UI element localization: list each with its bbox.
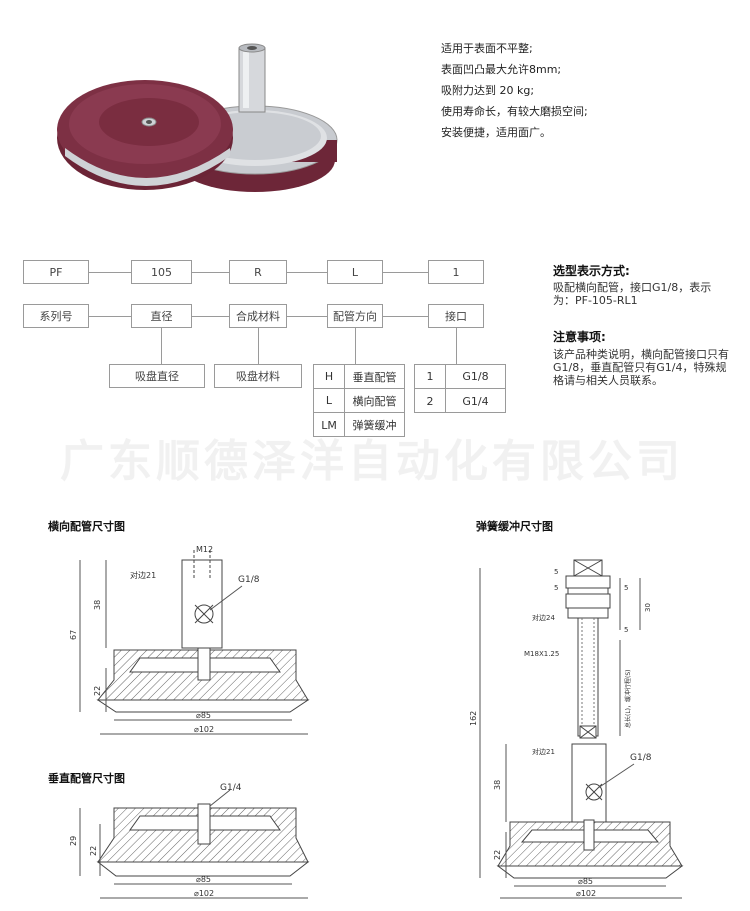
option-desc: G1/4: [462, 394, 489, 408]
drop-line: [355, 328, 356, 364]
sub-label-diameter: 吸盘直径: [109, 364, 205, 388]
code-direction: L: [327, 260, 383, 284]
dim-label: 67: [70, 630, 78, 640]
dim-label: ⌀102: [576, 889, 596, 898]
selection-title: 选型表示方式:: [553, 264, 630, 278]
option-row: H 垂直配管: [314, 365, 404, 389]
option-desc: G1/8: [462, 370, 489, 383]
feature-line: 吸附力达到 20 kg;: [441, 84, 535, 97]
dim-label: 5: [554, 584, 558, 592]
dim-label: 38: [493, 780, 502, 790]
dim-label: 对边21: [532, 747, 555, 756]
dim-label: 22: [89, 846, 98, 856]
option-code: 1: [415, 365, 446, 388]
dim-label: 5: [624, 626, 628, 634]
watermark: 广东顺德泽洋自动化有限公司: [60, 436, 684, 487]
dim-label: G1/8: [630, 753, 652, 763]
label-connector: [383, 316, 428, 317]
label-connector: [89, 316, 131, 317]
label-series: 系列号: [23, 304, 89, 328]
option-row: 2 G1/4: [415, 389, 505, 413]
option-desc: 垂直配管: [352, 370, 397, 384]
dim-label: 5: [554, 568, 558, 576]
option-code: LM: [314, 413, 345, 437]
option-desc: 弹簧缓冲: [352, 419, 397, 432]
drop-line: [161, 328, 162, 364]
option-row: LM 弹簧缓冲: [314, 413, 404, 437]
option-desc: 横向配管: [352, 394, 397, 408]
vertical-drawing: G1/4 29 22 ⌀85 ⌀102: [70, 783, 310, 899]
dim-label: 162: [470, 711, 478, 726]
dim-label: ⌀85: [578, 877, 593, 886]
feature-line: 使用寿命长，有较大磨损空间;: [441, 105, 588, 118]
dim-label: 22: [93, 686, 102, 696]
code-port: 1: [428, 260, 484, 284]
code-diameter: 105: [131, 260, 192, 284]
dim-label: 5: [624, 584, 628, 592]
option-code: L: [314, 389, 345, 412]
dim-label: ⌀102: [194, 725, 214, 734]
feature-line: 安装便捷，适用面广。: [441, 126, 551, 139]
code-material: R: [229, 260, 287, 284]
dim-label: ⌀85: [196, 875, 211, 884]
dim-label: 总长(L)，缓冲行程(S): [624, 669, 632, 728]
dim-label: 22: [493, 850, 502, 860]
option-row: 1 G1/8: [415, 365, 505, 389]
label-material: 合成材料: [229, 304, 287, 328]
drop-line: [456, 328, 457, 364]
dim-label: 对边21: [130, 570, 156, 580]
dim-label: M12: [196, 545, 213, 554]
dim-label: ⌀102: [194, 889, 214, 898]
drop-line: [258, 328, 259, 364]
selection-text: 吸配横向配管，接口G1/8，表示为：PF-105-RL1: [553, 281, 712, 307]
code-connector: [383, 272, 428, 273]
sub-label-material: 吸盘材料: [214, 364, 302, 388]
diagram-title-spring: 弹簧缓冲尺寸图: [476, 520, 553, 533]
option-code: H: [314, 365, 345, 388]
code-connector: [89, 272, 131, 273]
feature-line: 表面凹凸最大允许8mm;: [441, 63, 562, 76]
option-row: L 横向配管: [314, 389, 404, 413]
port-options-table: 1 G1/8 2 G1/4: [414, 364, 506, 413]
dim-label: 29: [70, 836, 78, 846]
code-series: PF: [23, 260, 89, 284]
code-connector: [287, 272, 327, 273]
notes-text: 该产品种类说明，横向配管接口只有G1/8，垂直配管只有G1/4，特殊规格请与相关…: [553, 348, 729, 387]
code-connector: [192, 272, 229, 273]
label-diameter: 直径: [131, 304, 192, 328]
dim-label: 30: [644, 603, 652, 612]
dim-label: M18X1.25: [524, 650, 559, 658]
feature-line: 适用于表面不平整;: [441, 42, 533, 55]
label-connector: [192, 316, 229, 317]
label-port: 接口: [428, 304, 484, 328]
dim-label: 对边24: [532, 613, 555, 622]
label-connector: [287, 316, 327, 317]
diagram-title-vertical: 垂直配管尺寸图: [48, 772, 125, 785]
spring-drawing: 5 5 5 5 对边24 30 M18X1.25 总长(L)，缓冲行程(S) 1…: [470, 559, 684, 899]
product-photo: [55, 38, 345, 208]
dim-label: ⌀85: [196, 711, 211, 720]
label-direction: 配管方向: [327, 304, 383, 328]
notes-title: 注意事项:: [553, 330, 606, 344]
dim-label: G1/4: [220, 783, 242, 793]
option-code: 2: [415, 389, 446, 413]
direction-options-table: H 垂直配管 L 横向配管 LM 弹簧缓冲: [313, 364, 405, 437]
dim-label: 38: [93, 600, 102, 610]
dim-label: G1/8: [238, 575, 260, 585]
horizontal-drawing: M12 对边21 G1/8 38 67 22 ⌀85 ⌀102: [70, 545, 310, 735]
diagram-title-horizontal: 横向配管尺寸图: [48, 520, 125, 533]
